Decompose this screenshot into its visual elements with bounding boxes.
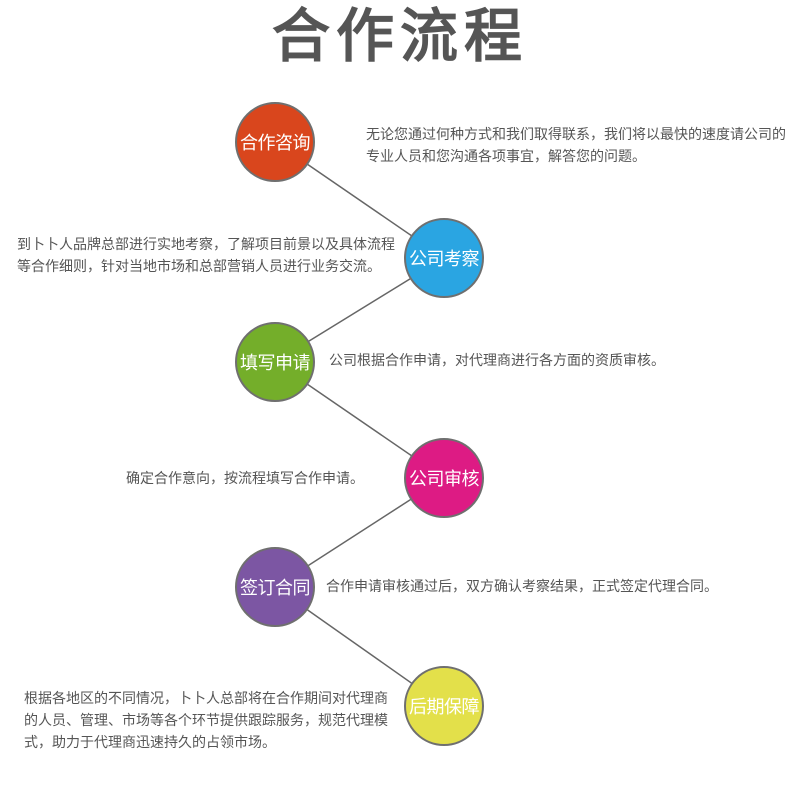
step-description: 确定合作意向，按流程填写合作申请。 [126,471,364,487]
step-node-contract: 签订合同 [235,547,315,627]
step-node-consultation: 合作咨询 [235,102,315,182]
step-label: 签订合同 [240,578,311,599]
step-label: 填写申请 [240,353,311,374]
page-title: 合作流程 [271,2,528,70]
step-description: 公司根据合作申请，对代理商进行各方面的资质审核。 [329,353,665,369]
step-description: 到卜卜人品牌总部进行实地考察，了解项目前景以及具体流程等合作细则，针对当地市场和… [17,237,395,275]
step-node-support: 后期保障 [404,666,484,746]
step-node-review: 公司审核 [404,438,484,518]
step-label: 后期保障 [409,697,480,718]
step-description: 合作申请审核通过后，双方确认考察结果，正式签定代理合同。 [326,579,718,595]
step-label: 合作咨询 [240,133,311,154]
step-node-inspection: 公司考察 [404,218,484,298]
step-description: 无论您通过何种方式和我们取得联系，我们将以最快的速度请公司的专业人员和您沟通各项… [366,127,786,165]
step-node-application: 填写申请 [235,322,315,402]
step-description: 根据各地区的不同情况，卜卜人总部将在合作期间对代理商的人员、管理、市场等各个环节… [24,691,388,751]
step-label: 公司考察 [409,249,480,270]
step-label: 公司审核 [409,469,480,490]
